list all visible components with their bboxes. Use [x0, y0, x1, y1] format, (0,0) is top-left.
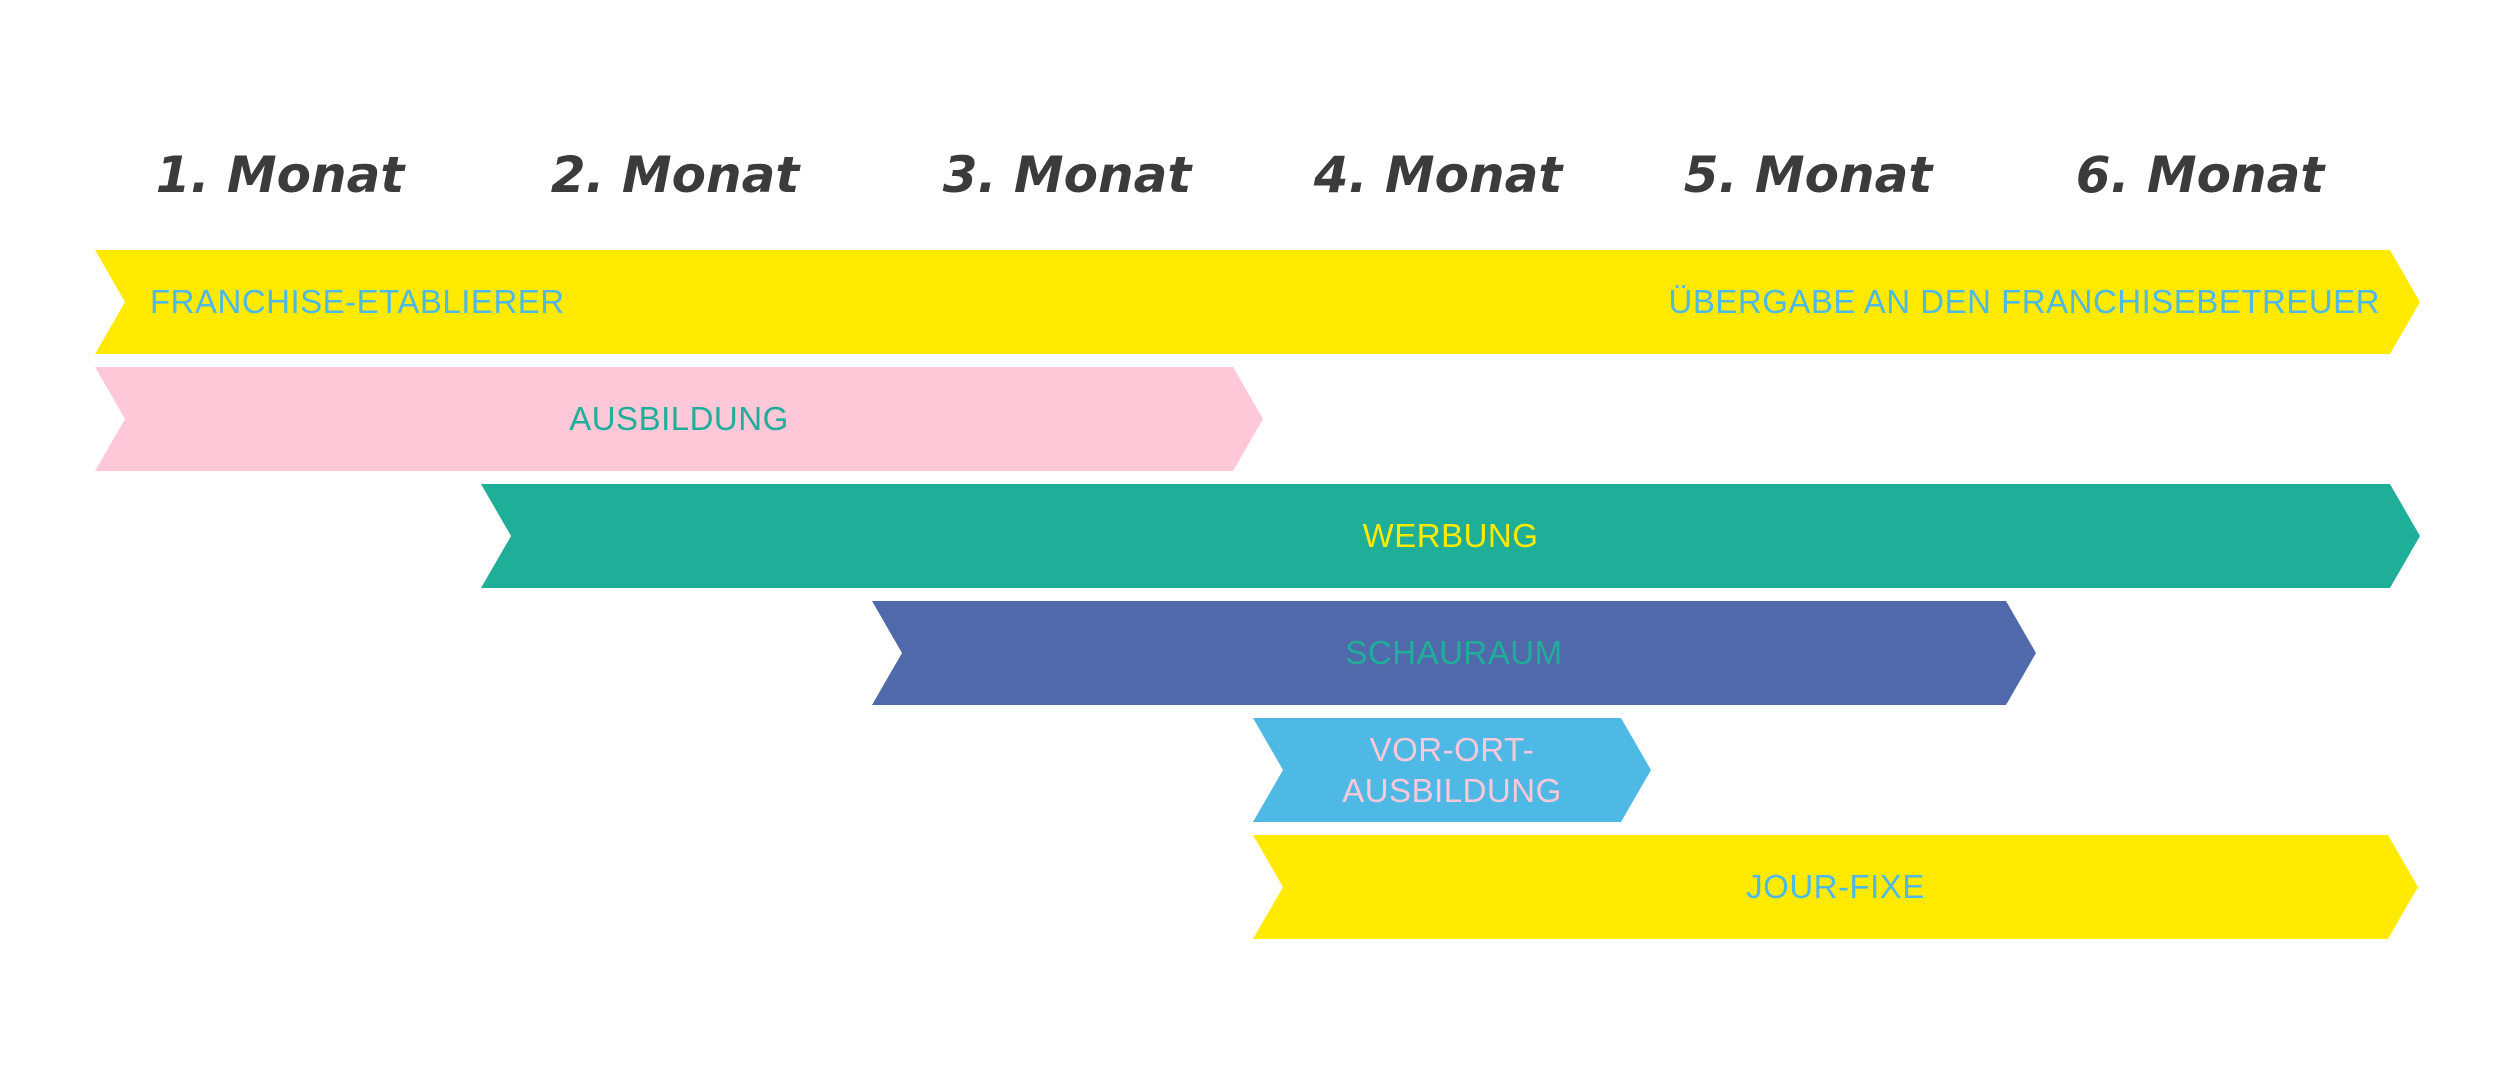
jour-fixe-label: JOUR-FIXE: [1746, 868, 1925, 905]
ausbildung-label: AUSBILDUNG: [569, 400, 789, 437]
vor-ort-ausbildung-bar: VOR-ORT- AUSBILDUNG: [1253, 718, 1651, 822]
vor-ort-ausbildung-label: VOR-ORT- AUSBILDUNG: [1253, 718, 1651, 822]
month-header-4: 4. Monat: [1313, 146, 1563, 204]
vor-ort-ausbildung-label-line2: AUSBILDUNG: [1342, 772, 1562, 809]
month-header-1: 1. Monat: [155, 146, 405, 204]
franchise-etablierer-arrow-shape: [95, 250, 2420, 354]
schauraum-label: SCHAURAUM: [1345, 634, 1563, 671]
schauraum-bar: SCHAURAUM: [872, 601, 2036, 705]
werbung-bar: WERBUNG: [481, 484, 2420, 588]
franchise-etablierer-label: FRANCHISE-ETABLIERER: [150, 283, 565, 320]
ausbildung-bar: AUSBILDUNG: [95, 367, 1263, 471]
franchise-etablierer-bar: FRANCHISE-ETABLIERER ÜBERGABE AN DEN FRA…: [95, 250, 2420, 354]
vor-ort-ausbildung-arrow-shape: [1253, 718, 1651, 822]
month-header-6: 6. Monat: [2075, 146, 2325, 204]
werbung-label: WERBUNG: [1362, 517, 1539, 554]
werbung-arrow-shape: [481, 484, 2420, 588]
schauraum-arrow-shape: [872, 601, 2036, 705]
vor-ort-ausbildung-label-line1: VOR-ORT-: [1369, 731, 1535, 768]
month-header-2: 2. Monat: [550, 146, 800, 204]
month-header-3: 3. Monat: [942, 146, 1192, 204]
uebergabe-franchisebetreuer-label: ÜBERGABE AN DEN FRANCHISEBETREUER: [1668, 283, 2380, 320]
jour-fixe-arrow-shape: [1253, 835, 2418, 939]
ausbildung-arrow-shape: [95, 367, 1263, 471]
month-header-5: 5. Monat: [1683, 146, 1933, 204]
jour-fixe-bar: JOUR-FIXE: [1253, 835, 2418, 939]
